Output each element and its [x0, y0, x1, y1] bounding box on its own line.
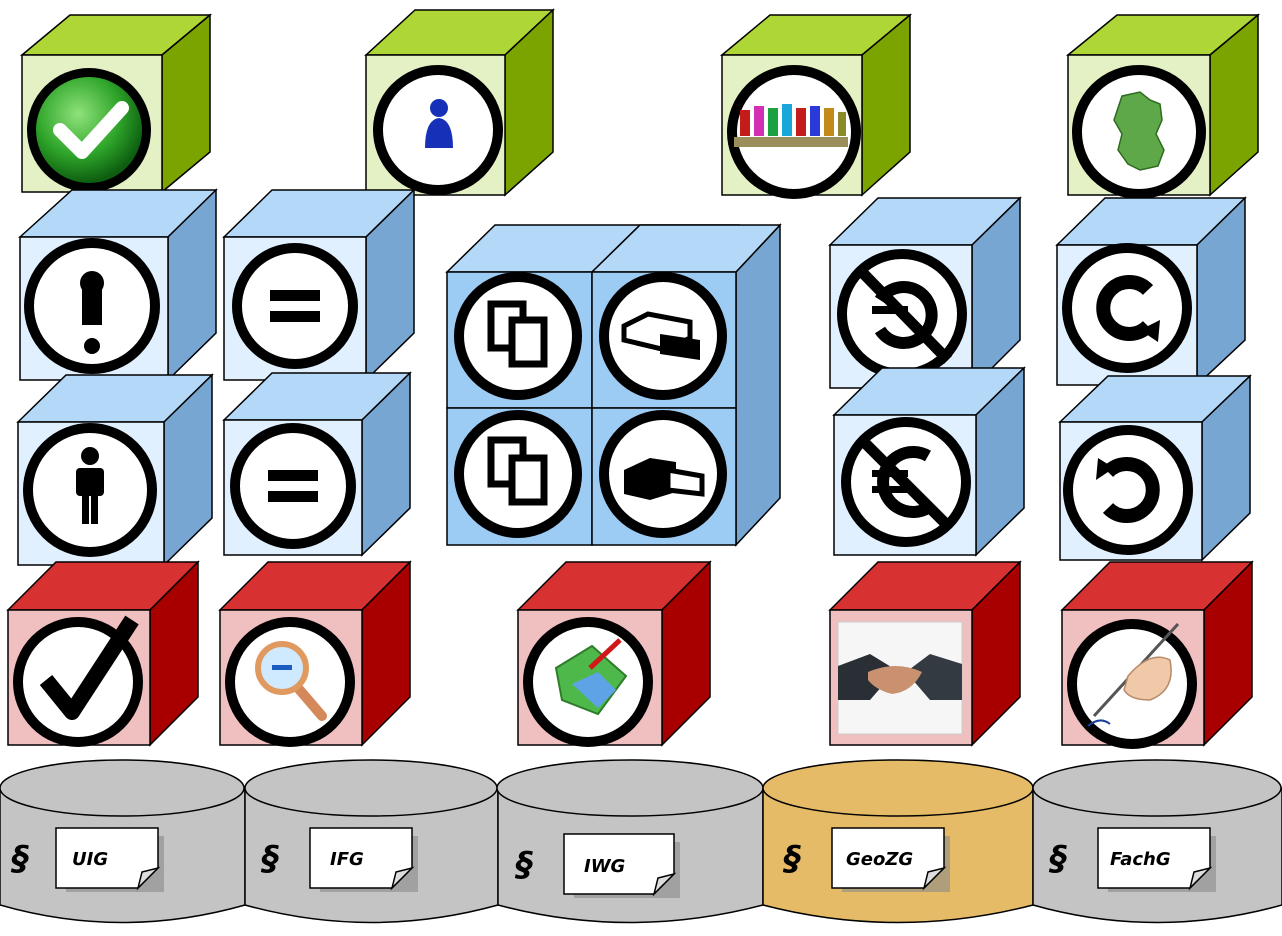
- section-sign: §: [514, 845, 533, 885]
- cc-remix-2-icon: [604, 415, 722, 533]
- cc-euro-noncommercial-icon: [846, 422, 966, 542]
- map-edit-icon: [528, 622, 648, 742]
- check-icon: [27, 68, 151, 192]
- cc-remix-icon: [604, 277, 722, 395]
- law-label: FachG: [1110, 849, 1171, 870]
- group-icon: [732, 70, 856, 194]
- cc-share-icon: [459, 277, 577, 395]
- cc-by-icon: [28, 428, 152, 552]
- checkmark-icon: [18, 620, 138, 742]
- handshake-icon: [838, 622, 962, 734]
- germany-map-icon: [1077, 70, 1201, 194]
- magnifier-icon: [230, 622, 350, 742]
- law-label: IFG: [330, 849, 364, 870]
- section-sign: §: [10, 839, 29, 879]
- cc-noncommercial-icon: [842, 254, 962, 374]
- cc-attribution-exclaim-icon: [29, 243, 155, 369]
- cc-copyleft-icon: [1068, 430, 1188, 550]
- law-label: UIG: [72, 849, 108, 870]
- cc-share-2-icon: [459, 415, 577, 533]
- signature-icon: [1072, 624, 1192, 744]
- law-label: GeoZG: [846, 849, 913, 870]
- law-label: IWG: [584, 856, 625, 877]
- section-sign: §: [782, 839, 801, 879]
- section-sign: §: [1048, 839, 1067, 879]
- cc-no-derivatives-icon: [237, 248, 353, 364]
- person-icon: [378, 70, 498, 190]
- cc-copyright-icon: [1067, 248, 1187, 368]
- section-sign: §: [260, 839, 279, 879]
- cc-nd-icon: [235, 428, 351, 544]
